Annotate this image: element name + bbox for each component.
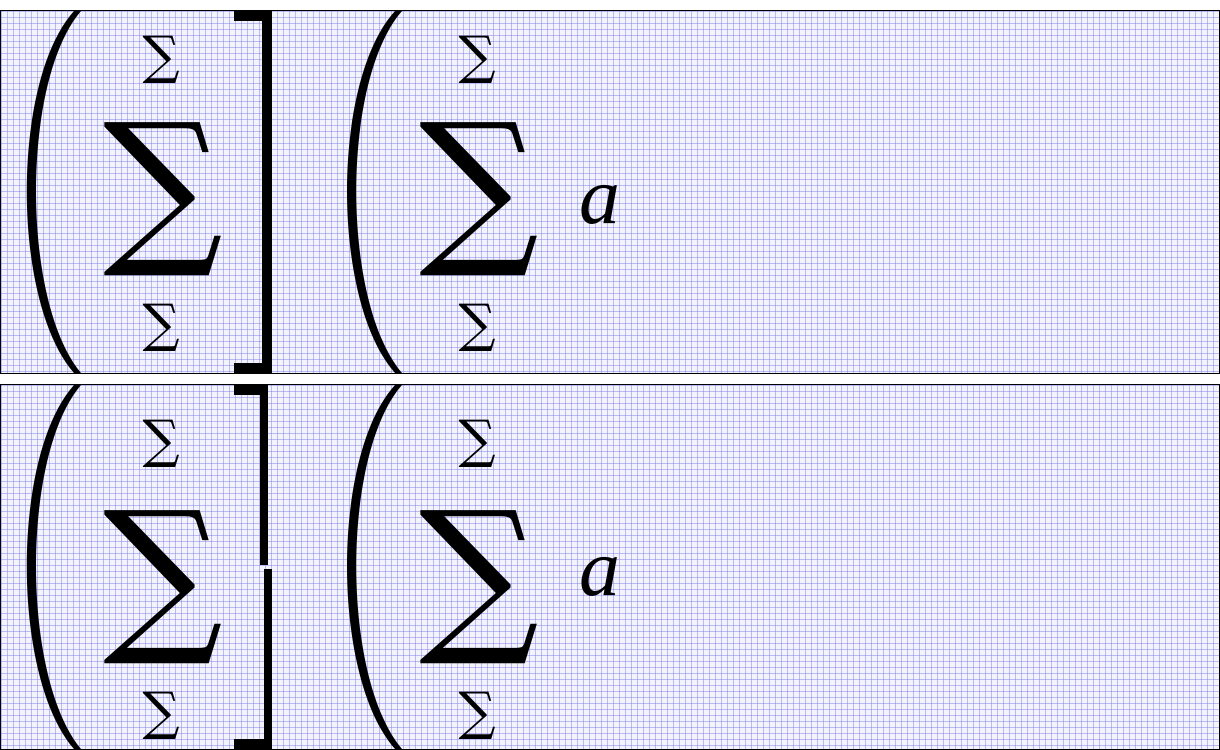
sum-over-2: ∑: [458, 26, 495, 86]
sum-under-2: ∑: [458, 294, 495, 354]
sum-over-2: ∑: [458, 410, 495, 470]
formula-panel-bottom: ∑ ∑ ∑ ∑ ∑ ∑ a: [0, 384, 1220, 750]
sum-under-1: ∑: [142, 682, 179, 742]
variable-a: a: [579, 150, 620, 241]
left-paren-2: [347, 385, 402, 749]
sum-under-2: ∑: [458, 682, 495, 742]
left-paren-1: [26, 11, 81, 373]
formula-canvas-top: ∑ ∑ ∑ ∑ ∑ ∑ a: [26, 11, 620, 373]
left-paren-1: [26, 385, 81, 749]
left-paren-2: [347, 11, 402, 373]
sum-main-1: ∑: [103, 475, 223, 671]
sum-main-1: ∑: [103, 87, 223, 283]
variable-a: a: [579, 522, 620, 613]
sum-main-2: ∑: [419, 475, 539, 671]
sum-over-1: ∑: [142, 26, 179, 86]
formula-panel-top: ∑ ∑ ∑ ∑ ∑ ∑ a: [0, 10, 1220, 374]
right-bracket-1: [234, 385, 272, 749]
right-bracket-1: [234, 11, 272, 373]
sum-main-2: ∑: [419, 87, 539, 283]
sum-over-1: ∑: [142, 410, 179, 470]
formula-canvas-bottom: ∑ ∑ ∑ ∑ ∑ ∑ a: [26, 385, 620, 749]
sum-under-1: ∑: [142, 294, 179, 354]
